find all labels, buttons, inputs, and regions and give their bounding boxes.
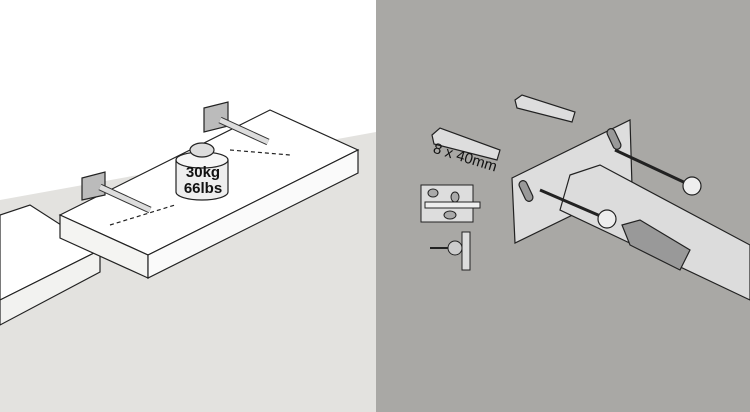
- hollow-wall-anchor-icon: [430, 231, 471, 271]
- wall-bracket-left: [81, 171, 152, 214]
- weight-icon: [175, 142, 229, 201]
- anchor-plugs: [431, 94, 576, 161]
- screws: [539, 148, 702, 229]
- screwdriver-bit-icon: [621, 219, 691, 271]
- wall-bracket-right: [203, 101, 270, 146]
- concrete-wall-detail-icon: [420, 184, 481, 223]
- weight-lbs-label: 66lbs: [183, 180, 223, 197]
- weight-kg-label: 30kg: [185, 164, 221, 181]
